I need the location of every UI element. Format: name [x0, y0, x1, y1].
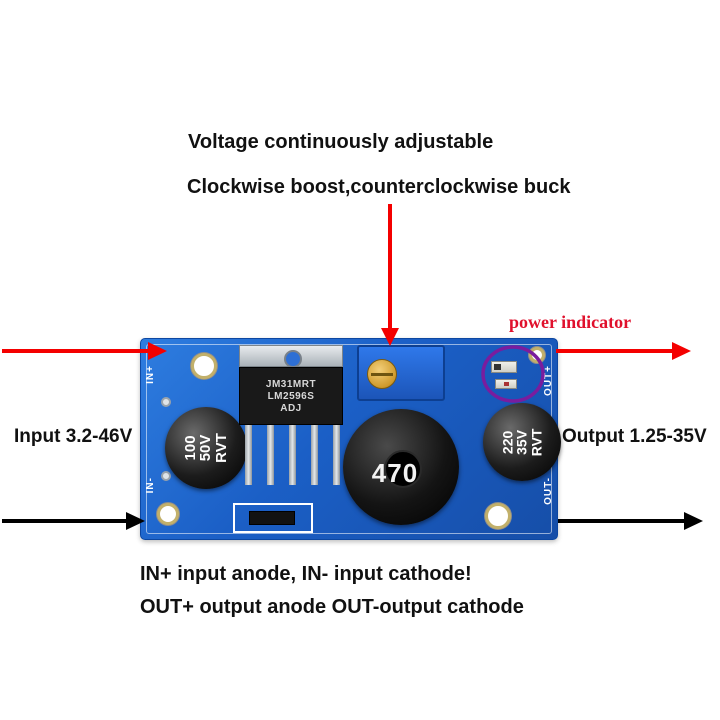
- input-solder-pad-minus: [161, 471, 171, 481]
- input-voltage-label: Input 3.2-46V: [14, 426, 133, 447]
- trimmer-adjust-screw: [367, 359, 397, 389]
- input-solder-pad-plus: [161, 397, 171, 407]
- regulator-leg: [245, 425, 252, 485]
- input-capacitor-marking: 100 50V RVT: [182, 433, 230, 463]
- bottom-note-2: OUT+ output anode OUT-output cathode: [140, 596, 524, 618]
- mounting-hole-bottom-right: [485, 503, 511, 529]
- adjust-down-arrow: [381, 204, 399, 346]
- power-indicator-label: power indicator: [509, 312, 632, 332]
- silkscreen-component-box: [233, 503, 313, 533]
- mounting-hole-top-left: [191, 353, 217, 379]
- title-line-1: Voltage continuously adjustable: [188, 131, 494, 153]
- smd-diode: [491, 361, 517, 373]
- regulator-marking-2: LM2596S: [267, 390, 315, 402]
- silkscreen-out-plus: OUT+: [543, 365, 554, 396]
- regulator-leg: [289, 425, 296, 485]
- power-indicator-led: [495, 379, 517, 389]
- output-capacitor-marking: 220 35V RVT: [499, 428, 545, 456]
- regulator-heatsink-tab: [239, 345, 343, 368]
- silkscreen-in-plus: IN+: [145, 365, 156, 384]
- silkscreen-in-minus: IN-: [145, 477, 156, 494]
- regulator-leg: [333, 425, 340, 485]
- mounting-hole-top-right: [529, 347, 545, 363]
- bottom-note-1: IN+ input anode, IN- input cathode!: [140, 563, 472, 585]
- regulator-ic: JM31MRT LM2596S ADJ: [239, 367, 343, 425]
- regulator-marking-1: JM31MRT: [265, 378, 317, 390]
- output-voltage-label: Output 1.25-35V: [562, 426, 707, 447]
- toroid-inductor: 470: [343, 409, 459, 525]
- regulator-leg: [267, 425, 274, 485]
- regulator-marking-3: ADJ: [280, 402, 302, 414]
- converter-board: IN+ IN- OUT+ OUT- 100 50V RVT JM31MRT LM…: [140, 338, 561, 540]
- regulator-leg: [311, 425, 318, 485]
- input-black-arrow: [2, 512, 145, 530]
- output-red-arrow: [556, 342, 691, 360]
- output-capacitor: 220 35V RVT: [483, 403, 561, 481]
- input-capacitor: 100 50V RVT: [165, 407, 247, 489]
- mounting-hole-bottom-left: [157, 503, 179, 525]
- inductor-marking: 470: [371, 457, 419, 488]
- output-black-arrow: [558, 512, 703, 530]
- title-line-2: Clockwise boost,counterclockwise buck: [187, 176, 571, 198]
- axial-diode: [249, 511, 295, 525]
- silkscreen-out-minus: OUT-: [543, 477, 554, 505]
- trimmer-potentiometer: [357, 345, 445, 401]
